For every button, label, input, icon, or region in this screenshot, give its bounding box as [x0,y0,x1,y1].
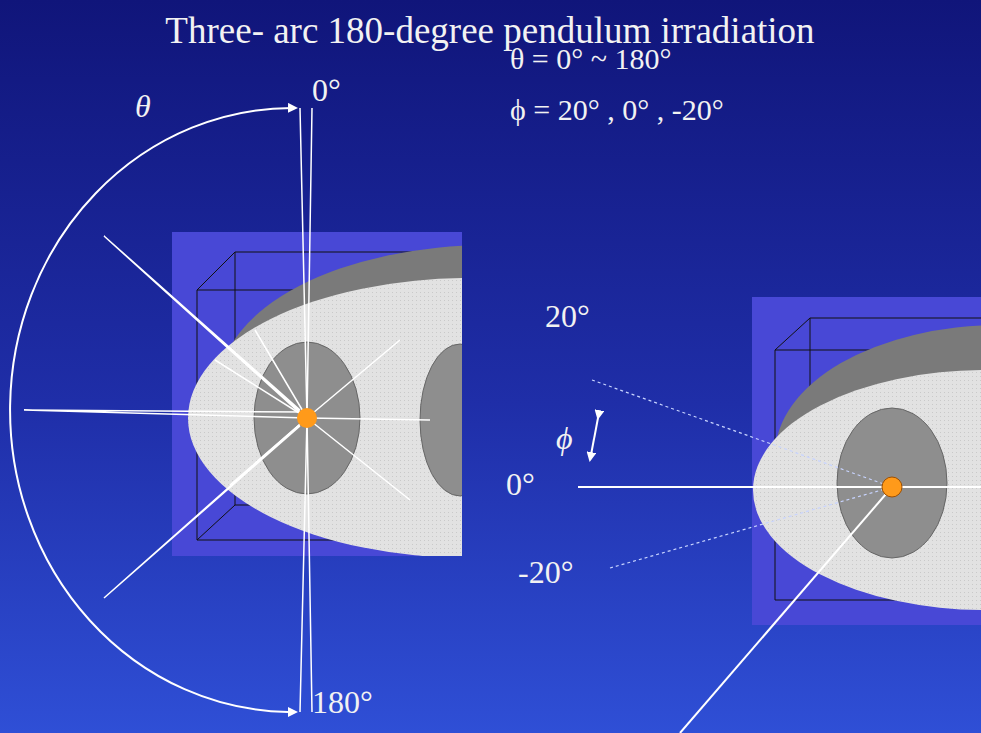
angle-symbol: θ [135,90,151,122]
range-note: θ = 0° ~ 180° [510,44,672,74]
angle-label: 180° [312,686,373,718]
title: Three- arc 180-degree pendulum irradiati… [165,12,814,49]
phantom-right [752,297,981,625]
range-note: ϕ = 20° , 0° , -20° [510,95,724,125]
angle-label: 0° [506,468,535,500]
angle-symbol: ϕ [556,422,573,454]
angle-label: 20° [545,300,590,332]
beams [24,108,430,712]
angle-label: -20° [518,556,573,588]
phi-arrow [590,418,598,460]
angle-label: 0° [312,74,341,106]
phantom-left [172,232,462,556]
